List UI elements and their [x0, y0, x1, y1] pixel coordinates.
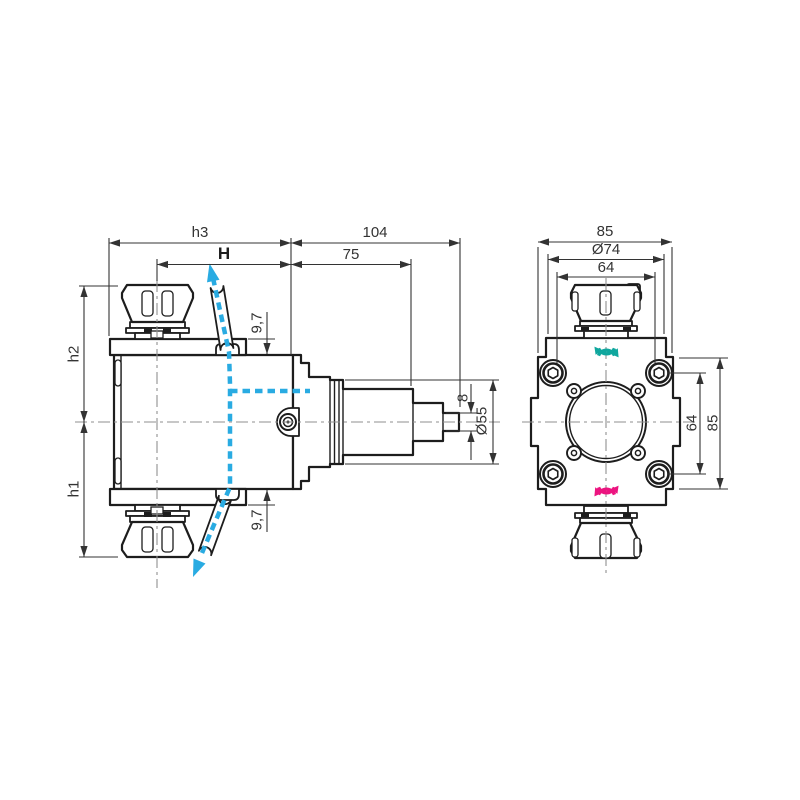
centerlines — [75, 278, 695, 588]
pilot-screw-top-left — [566, 383, 582, 399]
dim-label-H: H — [218, 244, 230, 263]
dim-label-85-side: 85 — [705, 415, 722, 432]
pilot-screw-bottom-left — [566, 445, 582, 461]
corner-screw-bottom-left — [538, 459, 568, 489]
direction-arrows — [193, 263, 310, 577]
pilot-screw-top-right — [630, 383, 646, 399]
dim-label-8: 8 — [455, 394, 472, 402]
corner-screw-top-left — [538, 358, 568, 388]
dim-label-9-7-bottom: 9,7 — [249, 510, 266, 531]
dim-label-85-top: 85 — [597, 223, 614, 240]
dimensions: h3 104 H 75 9,7 9,7 h2 h1 8 Ø55 85 Ø74 6… — [66, 223, 728, 558]
pilot-screw-bottom-right — [630, 445, 646, 461]
dim-label-75: 75 — [343, 246, 360, 263]
dim-label-9-7-top: 9,7 — [249, 313, 266, 334]
dim-label-64-side: 64 — [684, 415, 701, 432]
dim-label-dia55: Ø55 — [474, 407, 491, 435]
direction-arrowhead-up-icon — [207, 263, 220, 283]
direction-arrow-path-icon — [199, 277, 233, 554]
dim-label-h1: h1 — [66, 481, 83, 498]
dim-label-h2: h2 — [66, 346, 83, 363]
dim-label-104: 104 — [362, 224, 387, 241]
cw-rotation-icon — [594, 485, 619, 497]
dim-label-h3: h3 — [192, 224, 209, 241]
direction-arrowhead-down-icon — [193, 558, 206, 577]
wall-notch-bottom — [114, 457, 122, 485]
wall-notch-top — [114, 359, 122, 387]
ccw-rotation-icon — [594, 346, 619, 358]
side-view — [108, 283, 461, 559]
dim-label-64-top: 64 — [598, 259, 615, 276]
collet-nut-top — [120, 283, 195, 324]
dim-label-dia74: Ø74 — [592, 241, 620, 258]
